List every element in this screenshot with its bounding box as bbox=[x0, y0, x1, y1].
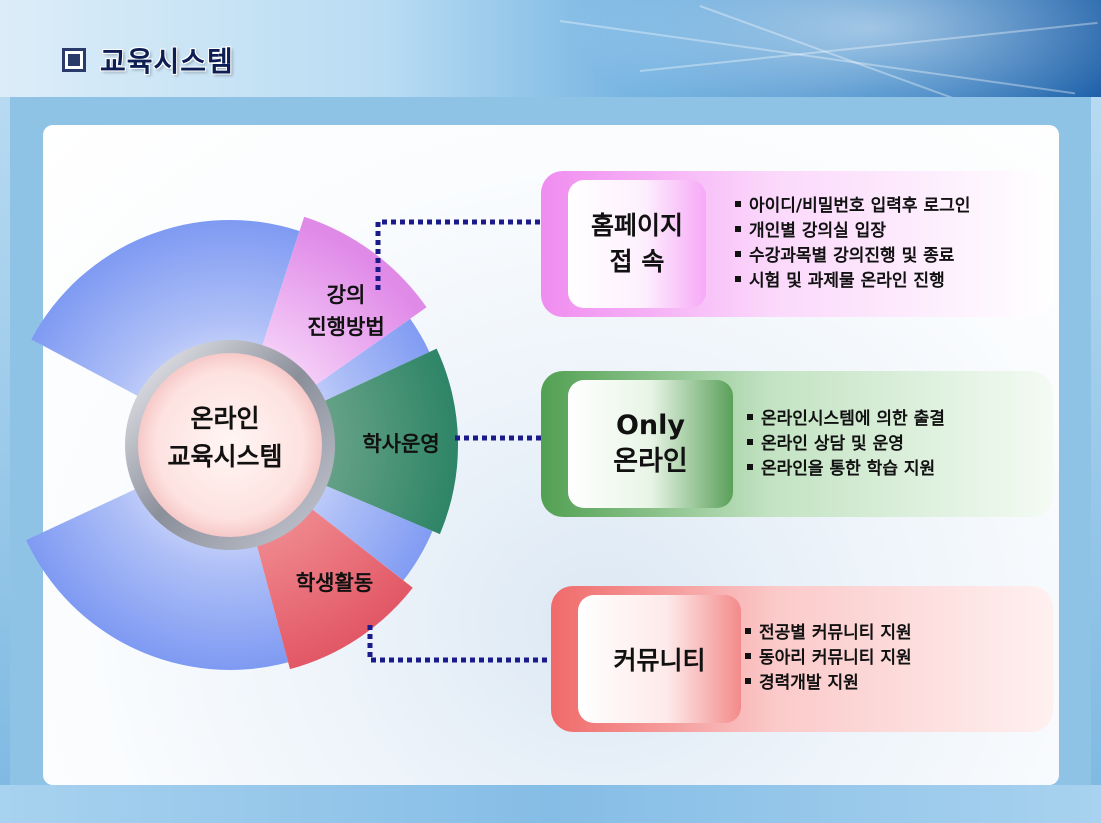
header-glow bbox=[520, 0, 1101, 97]
bullet-icon bbox=[735, 275, 741, 282]
list-item: 온라인을 통한 학습 지원 bbox=[747, 454, 945, 479]
online-title-card: Only 온라인 bbox=[568, 380, 733, 508]
list-item: 온라인 상담 및 운영 bbox=[747, 429, 945, 454]
page-title-text: 교육시스템 bbox=[100, 45, 234, 78]
homepage-box: 홈페이지 접 속 아이디/비밀번호 입력후 로그인 개인별 강의실 입장 수강과… bbox=[541, 171, 1053, 317]
pie-wheel bbox=[26, 216, 459, 670]
community-bullet-list: 전공별 커뮤니티 지원 동아리 커뮤니티 지원 경력개발 지원 bbox=[745, 618, 912, 693]
arrow-to-homepage bbox=[375, 219, 546, 290]
online-box: Only 온라인 온라인시스템에 의한 출결 온라인 상담 및 운영 온라인을 … bbox=[541, 371, 1053, 517]
bottom-border bbox=[0, 785, 1101, 823]
bullet-icon bbox=[735, 250, 741, 257]
homepage-title-card: 홈페이지 접 속 bbox=[568, 180, 706, 308]
left-border bbox=[0, 97, 10, 823]
page-title: 교육시스템 bbox=[62, 40, 234, 80]
wheel-segment-academic bbox=[230, 348, 459, 535]
list-item: 아이디/비밀번호 입력후 로그인 bbox=[735, 191, 970, 216]
hub-label-line2: 교육시스템 bbox=[167, 442, 283, 471]
segment-label-academic: 학사운영 bbox=[362, 432, 440, 456]
list-item: 전공별 커뮤니티 지원 bbox=[745, 618, 912, 643]
hub-circle bbox=[138, 353, 322, 537]
bullet-icon bbox=[735, 200, 741, 207]
community-box: 커뮤니티 전공별 커뮤니티 지원 동아리 커뮤니티 지원 경력개발 지원 bbox=[551, 586, 1053, 732]
square-bullet-icon bbox=[62, 48, 86, 72]
right-border bbox=[1091, 97, 1101, 823]
bullet-icon bbox=[747, 438, 753, 445]
hub-label: 온라인 교육시스템 bbox=[155, 400, 295, 476]
bullet-icon bbox=[747, 413, 753, 420]
community-title-card: 커뮤니티 bbox=[578, 595, 741, 723]
bullet-icon bbox=[747, 463, 753, 470]
segment-label-student: 학생활동 bbox=[295, 571, 374, 595]
list-item: 온라인시스템에 의한 출결 bbox=[747, 404, 945, 429]
list-item: 동아리 커뮤니티 지원 bbox=[745, 643, 912, 668]
homepage-title-line2: 접 속 bbox=[609, 247, 665, 276]
online-title-line1: Only bbox=[615, 410, 686, 441]
hub-label-line1: 온라인 bbox=[190, 404, 260, 433]
bullet-icon bbox=[745, 652, 751, 659]
connector-arrows bbox=[367, 219, 556, 663]
list-item: 시험 및 과제물 온라인 진행 bbox=[735, 266, 970, 291]
online-bullet-list: 온라인시스템에 의한 출결 온라인 상담 및 운영 온라인을 통한 학습 지원 bbox=[747, 404, 945, 479]
segment-label-lecture-line1: 강의 bbox=[326, 283, 366, 307]
header-banner bbox=[0, 0, 1101, 97]
arrow-to-community bbox=[367, 625, 556, 663]
segment-label-lecture-line2: 진행방법 bbox=[307, 315, 385, 339]
community-title-line1: 커뮤니티 bbox=[613, 646, 706, 675]
list-item: 개인별 강의실 입장 bbox=[735, 216, 970, 241]
online-title-line2: 온라인 bbox=[613, 446, 688, 477]
bullet-icon bbox=[745, 677, 751, 684]
list-item: 수강과목별 강의진행 및 종료 bbox=[735, 241, 970, 266]
homepage-title-line1: 홈페이지 bbox=[590, 211, 683, 240]
bullet-icon bbox=[735, 225, 741, 232]
homepage-bullet-list: 아이디/비밀번호 입력후 로그인 개인별 강의실 입장 수강과목별 강의진행 및… bbox=[735, 191, 970, 291]
segment-label-lecture: 강의 진행방법 bbox=[286, 279, 406, 343]
list-item: 경력개발 지원 bbox=[745, 668, 912, 693]
bullet-icon bbox=[745, 627, 751, 634]
